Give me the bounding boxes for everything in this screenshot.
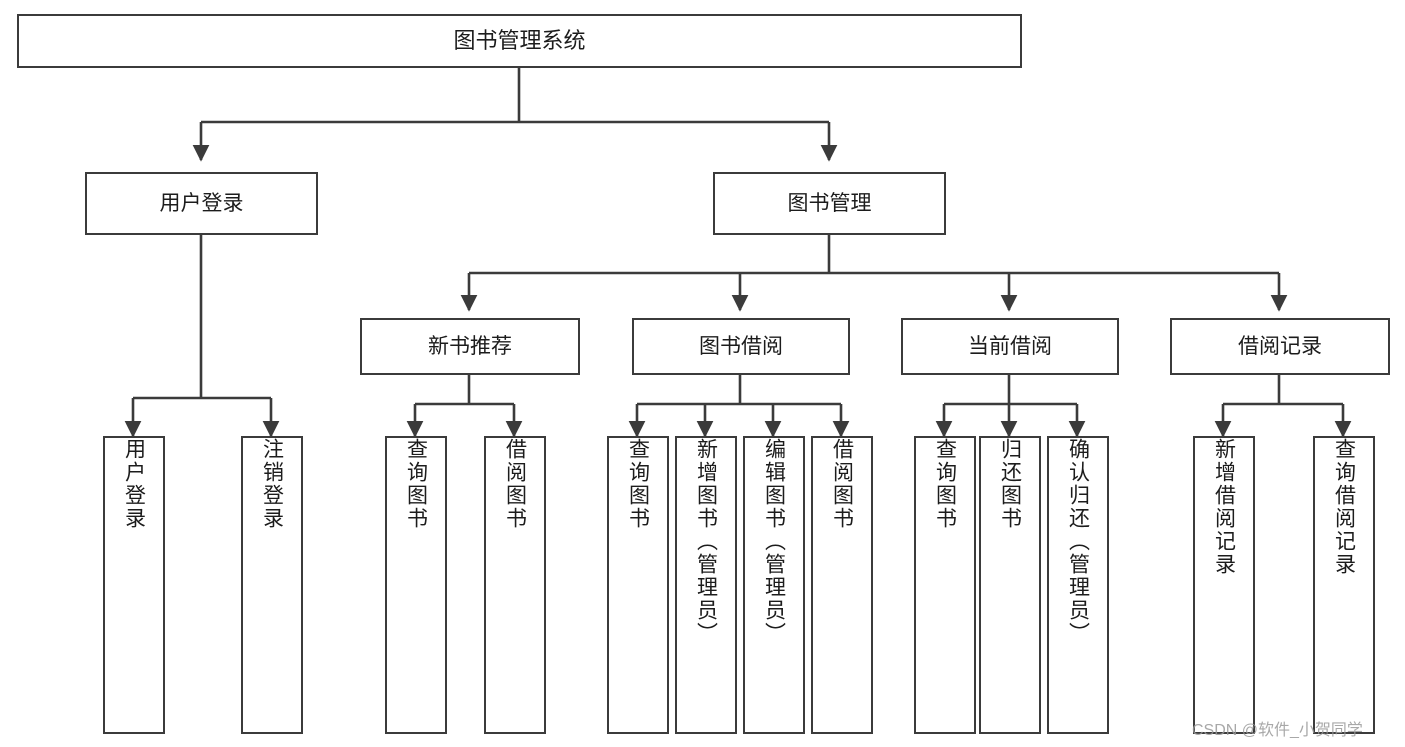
node-label: 新书推荐: [428, 334, 512, 358]
leaf-borrow-book[interactable]: 借阅图书: [811, 436, 873, 734]
node-new-book-recommend[interactable]: 新书推荐: [360, 318, 580, 375]
node-label: 当前借阅: [968, 334, 1052, 358]
node-label: 图书借阅: [699, 334, 783, 358]
node-label: 查询图书: [933, 438, 957, 530]
leaf-query-book-current[interactable]: 查询图书: [914, 436, 976, 734]
node-user-login[interactable]: 用户登录: [85, 172, 318, 235]
leaf-add-borrow-record[interactable]: 新增借阅记录: [1193, 436, 1255, 734]
node-label: 查询图书: [626, 438, 650, 530]
node-book-manage[interactable]: 图书管理: [713, 172, 946, 235]
node-label: 借阅图书: [830, 438, 854, 530]
node-label: 借阅图书: [503, 438, 527, 530]
node-label: 查询图书: [404, 438, 428, 530]
node-label: 注销登录: [260, 438, 284, 530]
leaf-edit-book[interactable]: 编辑图书（管理员）: [743, 436, 805, 734]
leaf-query-book-recommend[interactable]: 查询图书: [385, 436, 447, 734]
node-label: 借阅记录: [1238, 334, 1322, 358]
node-root-system[interactable]: 图书管理系统: [17, 14, 1022, 68]
node-label: 图书管理: [787, 191, 872, 215]
leaf-return-book[interactable]: 归还图书: [979, 436, 1041, 734]
leaf-add-book[interactable]: 新增图书（管理员）: [675, 436, 737, 734]
node-label: 用户登录: [159, 191, 244, 215]
csdn-watermark: CSDN @软件_小贺同学: [1192, 722, 1363, 739]
leaf-query-borrow-record[interactable]: 查询借阅记录: [1313, 436, 1375, 734]
leaf-query-book-borrow[interactable]: 查询图书: [607, 436, 669, 734]
node-book-borrow[interactable]: 图书借阅: [632, 318, 850, 375]
node-label: 归还图书: [998, 438, 1022, 530]
node-borrow-record[interactable]: 借阅记录: [1170, 318, 1390, 375]
node-label: 查询借阅记录: [1332, 438, 1356, 576]
node-label: 图书管理系统: [453, 27, 586, 53]
node-label: 确认归还（管理员）: [1066, 438, 1090, 645]
leaf-confirm-return[interactable]: 确认归还（管理员）: [1047, 436, 1109, 734]
leaf-borrow-book-recommend[interactable]: 借阅图书: [484, 436, 546, 734]
leaf-user-login[interactable]: 用户登录: [103, 436, 165, 734]
node-label: 新增图书（管理员）: [694, 438, 718, 645]
node-label: 新增借阅记录: [1212, 438, 1236, 576]
node-current-borrow[interactable]: 当前借阅: [901, 318, 1119, 375]
node-label: 用户登录: [122, 438, 146, 530]
node-label: 编辑图书（管理员）: [762, 438, 786, 645]
leaf-logout-login[interactable]: 注销登录: [241, 436, 303, 734]
